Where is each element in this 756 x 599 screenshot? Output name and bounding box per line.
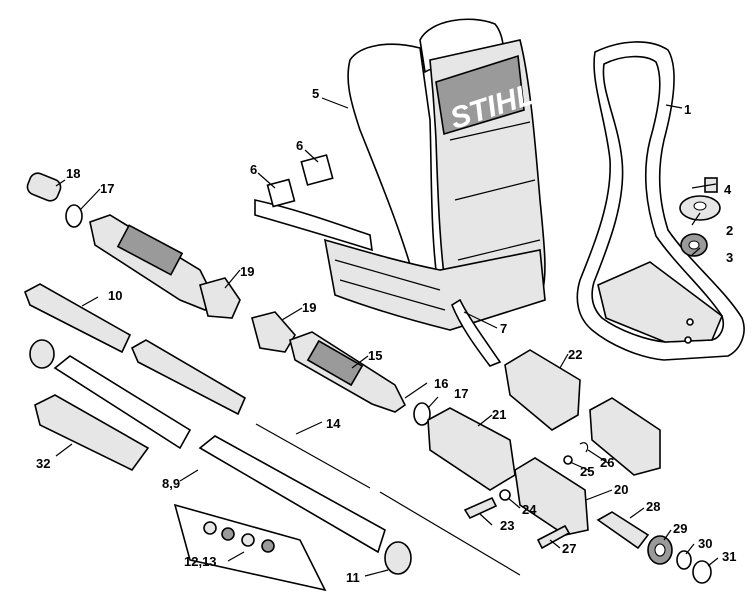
callout-27: 27 — [562, 541, 576, 556]
callout-1: 1 — [684, 102, 691, 117]
callout-21: 21 — [492, 407, 506, 422]
clamp-part-19a — [199, 277, 241, 319]
callout-6a: 6 — [250, 162, 257, 177]
tube-part-18 — [26, 172, 62, 202]
callout-22: 22 — [568, 347, 582, 362]
tube-half-part-32 — [34, 394, 150, 472]
callout-31: 31 — [722, 549, 736, 564]
callout-11: 11 — [346, 570, 360, 585]
drive-tube-part-8-9 — [198, 435, 386, 554]
flange-part-2 — [679, 195, 721, 221]
callout-14: 14 — [326, 416, 341, 431]
drive-shaft-part-14 — [255, 423, 521, 576]
clip-part-26 — [579, 442, 589, 453]
callout-7: 7 — [500, 321, 507, 336]
leader-lines — [55, 97, 719, 577]
tube-part-inner — [53, 355, 192, 450]
lower-shaft-part-15 — [289, 331, 407, 413]
callout-30: 30 — [698, 536, 712, 551]
callout-20: 20 — [614, 482, 628, 497]
callout-23: 23 — [500, 518, 514, 533]
bearing-part-29 — [647, 535, 673, 565]
callout-16: 16 — [434, 376, 448, 391]
callout-17a: 17 — [100, 181, 114, 196]
callout-24: 24 — [522, 502, 537, 517]
callout-3: 3 — [726, 250, 733, 265]
o-ring-part-17a — [65, 204, 83, 228]
callout-32: 32 — [36, 456, 50, 471]
callout-6b: 6 — [296, 138, 303, 153]
tube-half-part-10 — [23, 283, 247, 416]
screw-part-23 — [463, 496, 498, 520]
callout-18: 18 — [66, 166, 80, 181]
callout-4: 4 — [724, 182, 732, 197]
callout-19b: 19 — [302, 300, 316, 315]
coupling-part-22 — [504, 349, 581, 431]
shaft-part-28 — [596, 511, 650, 550]
callout-2: 2 — [726, 223, 733, 238]
bearing-part-3 — [680, 233, 708, 257]
callout-28: 28 — [646, 499, 660, 514]
coupling-part-alt — [589, 397, 661, 476]
ring-part-31 — [692, 560, 712, 584]
callout-15: 15 — [368, 348, 382, 363]
callout-25: 25 — [580, 464, 594, 479]
clamp-part-19b — [251, 311, 296, 353]
screw-part-27 — [536, 524, 571, 550]
callout-19a: 19 — [240, 264, 254, 279]
callout-26: 26 — [600, 455, 614, 470]
nut-part-11b — [384, 541, 412, 575]
housing-part-20 — [514, 457, 589, 536]
callout-numbers: 1 4 2 3 5 6 6 7 8,9 10 11 12,13 14 15 16… — [36, 86, 736, 585]
callout-17b: 17 — [454, 386, 468, 401]
nut-part-11a — [29, 339, 55, 369]
ring-part-30 — [676, 550, 692, 570]
callout-8-9: 8,9 — [162, 476, 180, 491]
callout-29: 29 — [673, 521, 687, 536]
washer-part-24 — [499, 489, 511, 501]
label-sheet-part-12-13 — [173, 503, 327, 592]
callout-10: 10 — [108, 288, 122, 303]
callout-12-13: 12,13 — [184, 554, 217, 569]
o-ring-part-17b — [413, 402, 431, 426]
frame-part-1 — [576, 41, 745, 361]
backpack-harness-part-5: STIHL — [254, 18, 546, 367]
buckle-parts-6 — [266, 154, 334, 208]
callout-5: 5 — [312, 86, 319, 101]
